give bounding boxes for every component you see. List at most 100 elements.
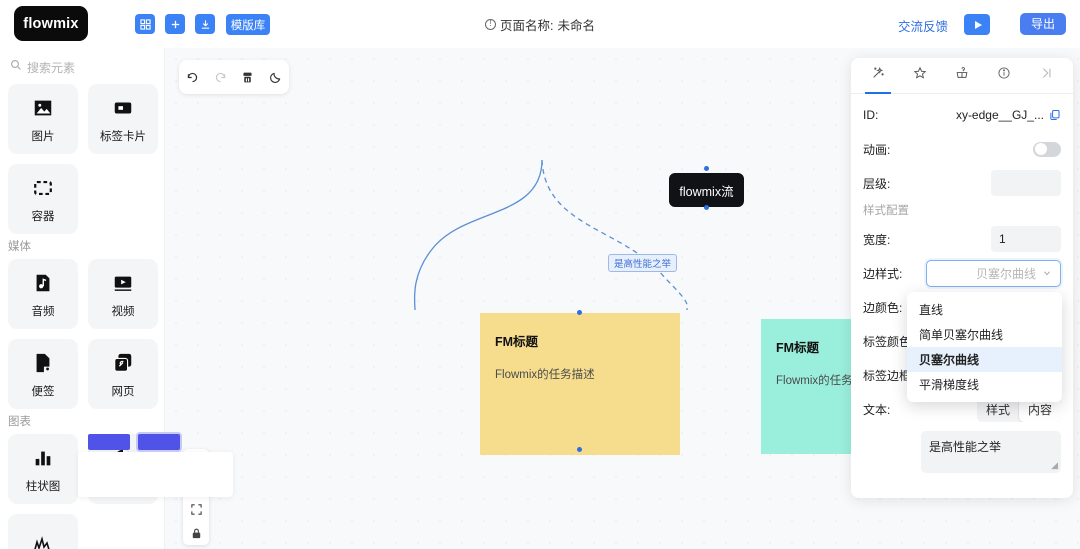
width-input[interactable]: 1 <box>991 226 1061 252</box>
sidebar-group-title-chart: 图表 <box>8 416 31 428</box>
copy-icon[interactable] <box>1049 109 1061 121</box>
card-handle-top[interactable] <box>577 310 582 315</box>
export-button[interactable]: 导出 <box>1019 13 1066 35</box>
dropdown-option-straight[interactable]: 直线 <box>919 303 944 317</box>
lock-icon[interactable] <box>190 526 203 540</box>
redo-icon[interactable] <box>214 71 227 84</box>
label-border-label: 标签边框 <box>863 368 912 383</box>
alert-icon <box>485 18 496 30</box>
sidebar-item-label: 标签卡片 <box>100 130 146 143</box>
footer-card <box>78 452 233 497</box>
sidebar-item-container[interactable]: 容器 <box>8 164 78 234</box>
sidebar-item-note[interactable]: 便签 <box>8 339 78 409</box>
edge-style-select[interactable]: 贝塞尔曲线 <box>926 259 1061 287</box>
app-logo[interactable]: flowmix <box>14 6 88 41</box>
style-section-title: 样式配置 <box>863 205 909 217</box>
page-name-label: 页面名称: <box>500 19 554 33</box>
sidebar-item-label: 网页 <box>111 385 135 398</box>
text-label: 文本: <box>863 402 891 417</box>
dropdown-option-bezier[interactable]: 贝塞尔曲线 <box>907 347 1062 372</box>
node-handle-bottom[interactable] <box>704 205 709 210</box>
webpage-icon <box>112 350 134 376</box>
animation-toggle[interactable] <box>1033 141 1061 157</box>
preview-button[interactable] <box>964 14 990 35</box>
template-library-button[interactable]: 模版库 <box>226 14 270 35</box>
row-edge-style: 边样式: 贝塞尔曲线 <box>863 258 1061 288</box>
footer-button-secondary[interactable] <box>138 434 180 450</box>
undo-icon[interactable] <box>186 71 199 84</box>
id-label: ID: <box>863 108 879 122</box>
dark-mode-icon[interactable] <box>269 71 282 84</box>
audio-icon <box>32 270 54 296</box>
image-icon <box>32 95 54 121</box>
edge-style-dropdown: 直线 简单贝塞尔曲线 贝塞尔曲线 平滑梯度线 <box>907 292 1062 402</box>
resize-grip-icon[interactable]: ◢ <box>1051 460 1058 470</box>
sidebar-item-line-chart[interactable] <box>8 514 78 549</box>
tab-hanger[interactable] <box>941 58 983 93</box>
active-tab-indicator <box>865 92 891 94</box>
tag-card-icon <box>112 95 134 121</box>
label-color-label: 标签颜色 <box>863 334 912 349</box>
import-button[interactable] <box>195 14 215 34</box>
chevron-down-icon <box>1042 268 1052 278</box>
sidebar-group-basic: 图片 标签卡片 容器 <box>0 84 164 234</box>
sidebar-item-video[interactable]: 视频 <box>88 259 158 329</box>
text-content-value: 是高性能之举 <box>929 440 1002 454</box>
sidebar-group-media: 音频 视频 便签 网页 <box>0 259 164 409</box>
layer-input[interactable] <box>991 170 1061 196</box>
edge-bezier-left <box>413 159 543 311</box>
clear-icon[interactable] <box>241 71 254 84</box>
sidebar-item-bar-chart[interactable]: 柱状图 <box>8 434 78 504</box>
root-node[interactable]: flowmix流 <box>669 173 744 207</box>
row-edge-color: 边颜色: <box>863 292 1061 322</box>
node-handle-top[interactable] <box>704 166 709 171</box>
line-chart-icon <box>31 533 55 549</box>
info-icon <box>997 66 1011 85</box>
left-sidebar: 搜索元素 图片 标签卡片 <box>0 48 165 549</box>
tab-star[interactable] <box>899 58 941 93</box>
search-input[interactable]: 搜索元素 <box>0 48 164 84</box>
edge-label[interactable]: 是高性能之举 <box>608 254 678 272</box>
hanger-icon <box>955 66 969 85</box>
edge-color-label: 边颜色: <box>863 300 903 315</box>
row-layer: 层级: <box>863 168 1061 198</box>
grid-layout-button[interactable] <box>135 14 155 34</box>
row-textarea: 是高性能之举 ◢ <box>863 428 1061 476</box>
note-icon <box>32 350 54 376</box>
card-title: FM标题 <box>495 335 539 349</box>
collapse-icon <box>1039 66 1053 85</box>
card-desc: Flowmix的任务描述 <box>495 369 595 381</box>
sidebar-item-label: 图片 <box>31 130 55 143</box>
sidebar-item-label: 视频 <box>111 305 135 318</box>
footer-button-primary[interactable] <box>88 434 130 450</box>
video-icon <box>112 270 134 296</box>
layer-label: 层级: <box>863 176 891 191</box>
feedback-link[interactable]: 交流反馈 <box>897 20 948 34</box>
sidebar-item-tag-card[interactable]: 标签卡片 <box>88 84 158 154</box>
edge-style-label: 边样式: <box>863 266 903 281</box>
root-node-label: flowmix流 <box>679 184 734 199</box>
magic-icon <box>871 66 885 85</box>
row-label-border: 标签边框 <box>863 360 1061 390</box>
grid-icon <box>139 18 151 30</box>
sidebar-item-webpage[interactable]: 网页 <box>88 339 158 409</box>
id-value: xy-edge__GJ_... <box>955 108 1044 122</box>
tab-info[interactable] <box>983 58 1025 93</box>
card-handle-bottom[interactable] <box>577 447 582 452</box>
text-mode-style[interactable]: 样式 <box>985 402 1010 417</box>
sidebar-item-image[interactable]: 图片 <box>8 84 78 154</box>
footer-buttons <box>88 434 180 450</box>
fit-view-icon[interactable] <box>190 502 203 516</box>
tab-magic[interactable] <box>857 58 899 93</box>
text-content-textarea[interactable]: 是高性能之举 ◢ <box>921 431 1061 473</box>
page-name-value[interactable]: 未命名 <box>557 19 595 33</box>
add-button[interactable] <box>165 14 185 34</box>
sidebar-item-audio[interactable]: 音频 <box>8 259 78 329</box>
panel-tabs <box>851 58 1073 94</box>
task-card-yellow[interactable]: FM标题 Flowmix的任务描述 <box>480 313 680 455</box>
tab-collapse[interactable] <box>1025 58 1067 93</box>
dropdown-option-simple-bezier[interactable]: 简单贝塞尔曲线 <box>919 328 1004 342</box>
dropdown-option-smooth-step[interactable]: 平滑梯度线 <box>919 378 980 392</box>
sidebar-item-label: 柱状图 <box>25 480 61 493</box>
